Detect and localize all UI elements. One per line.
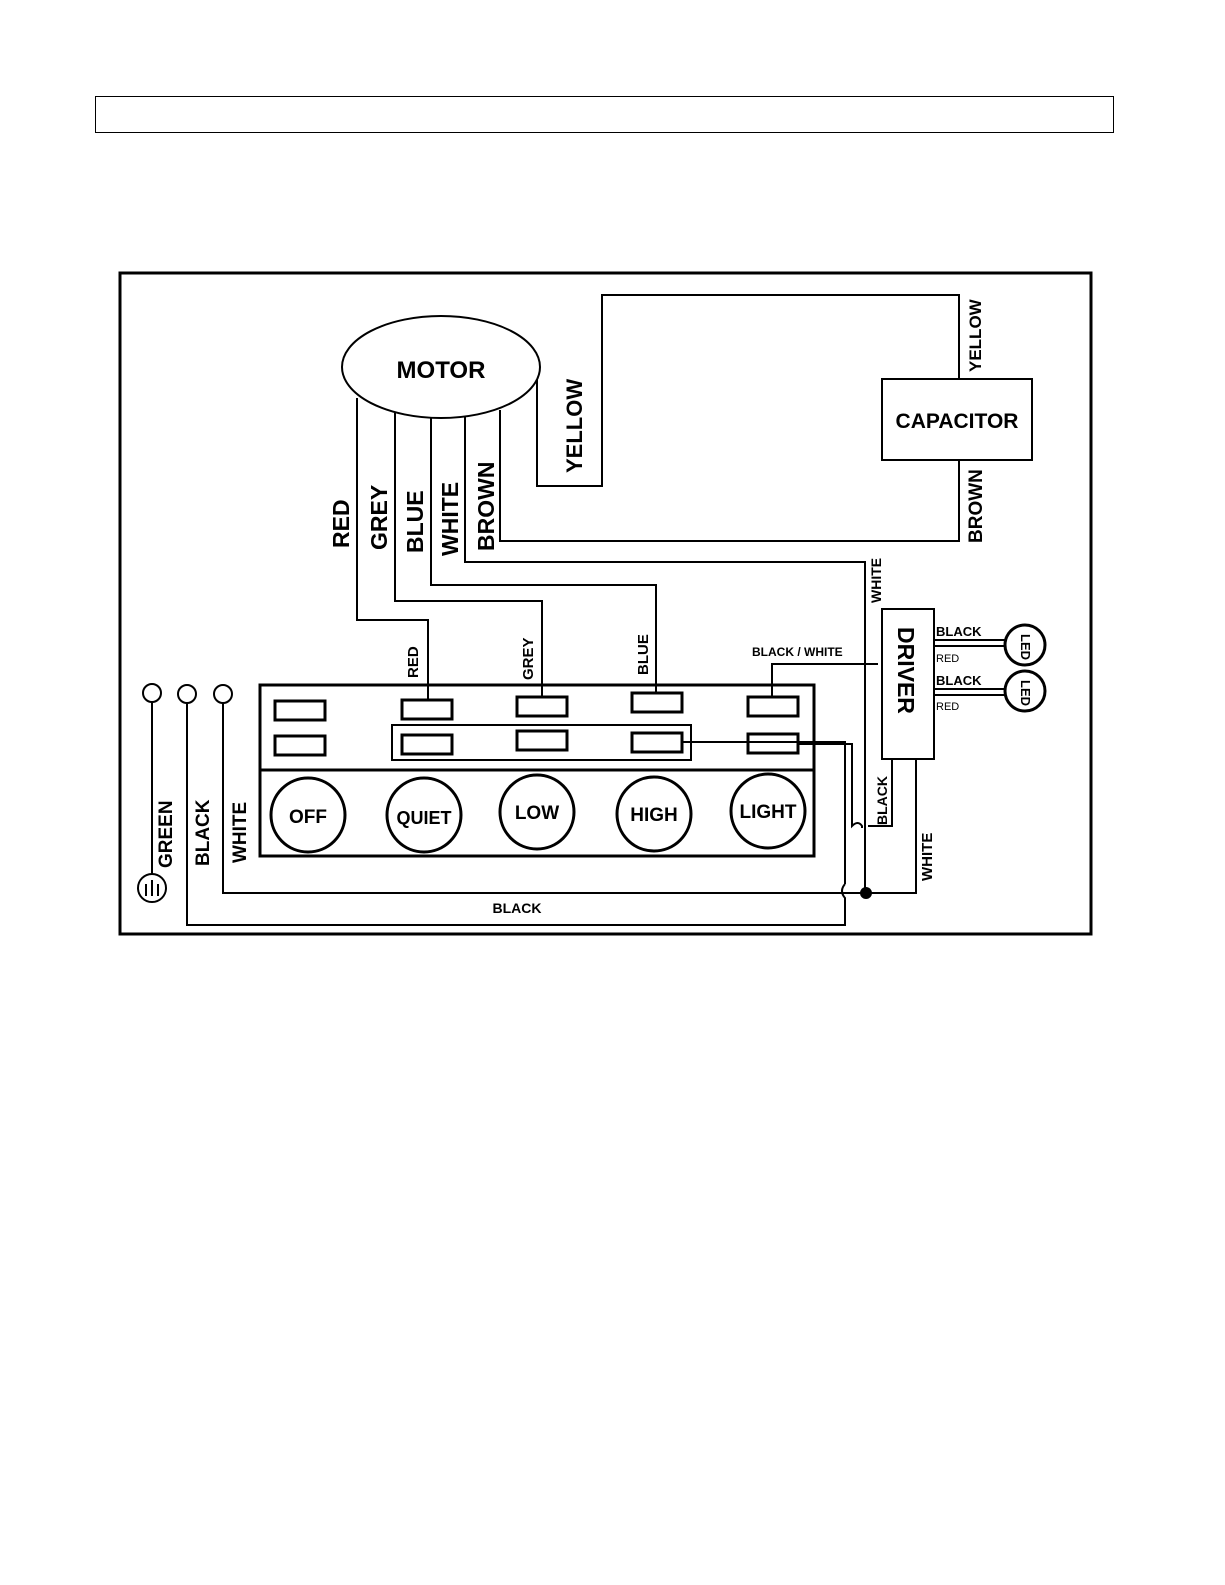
terminal bbox=[517, 697, 567, 716]
yellow-label: YELLOW bbox=[562, 379, 587, 473]
motor-wire-brown-label: BROWN bbox=[473, 462, 499, 551]
button-off-label: OFF bbox=[289, 807, 327, 828]
terminal bbox=[632, 733, 682, 752]
wire-black-white bbox=[772, 664, 878, 697]
cap-yellow-label: YELLOW bbox=[966, 298, 985, 372]
button-light-label: LIGHT bbox=[740, 802, 797, 823]
cap-brown-label: BROWN bbox=[966, 469, 987, 543]
button-low-label: LOW bbox=[515, 803, 559, 824]
terminal bbox=[748, 697, 798, 716]
supply-terminal-black bbox=[178, 685, 196, 703]
white-to-driver-label: WHITE bbox=[868, 558, 884, 603]
ground-icon bbox=[138, 874, 166, 902]
capacitor-label: CAPACITOR bbox=[896, 410, 1019, 433]
supply-terminal-green bbox=[143, 684, 161, 702]
led-2-label: LED bbox=[1018, 680, 1033, 706]
terminal bbox=[275, 736, 325, 755]
wire-light-to-driver bbox=[798, 744, 862, 828]
motor-wire-grey-label: GREY bbox=[366, 485, 392, 550]
supply-green-label: GREEN bbox=[156, 800, 177, 868]
motor-wire-blue-label: BLUE bbox=[402, 490, 428, 553]
led1-black-label: BLACK bbox=[936, 624, 982, 639]
motor-wire-red-label: RED bbox=[328, 499, 354, 548]
led1-red-label: RED bbox=[936, 653, 959, 665]
driver-black-label: BLACK bbox=[874, 776, 890, 825]
motor-wire-white-label: WHITE bbox=[437, 482, 463, 556]
led2-black-label: BLACK bbox=[936, 673, 982, 688]
switch-red-label: RED bbox=[405, 646, 422, 678]
button-high-label: HIGH bbox=[630, 805, 678, 826]
terminal bbox=[402, 735, 452, 754]
bottom-black-label: BLACK bbox=[493, 900, 542, 916]
switch-blue-label: BLUE bbox=[635, 634, 652, 675]
led2-red-label: RED bbox=[936, 701, 959, 713]
driver-label: DRIVER bbox=[893, 627, 919, 714]
junction-dot bbox=[860, 887, 872, 899]
diagram-frame bbox=[120, 273, 1091, 934]
supply-black-label: BLACK bbox=[193, 799, 214, 866]
terminal bbox=[275, 701, 325, 720]
terminal bbox=[632, 693, 682, 712]
led-1-label: LED bbox=[1018, 634, 1033, 660]
terminal bbox=[748, 734, 798, 753]
button-quiet-label: QUIET bbox=[396, 808, 451, 828]
terminal bbox=[402, 700, 452, 719]
switch-grey-label: GREY bbox=[520, 637, 537, 680]
black-white-label: BLACK / WHITE bbox=[752, 645, 843, 659]
supply-terminal-white bbox=[214, 685, 232, 703]
supply-white-label: WHITE bbox=[230, 802, 251, 863]
terminal bbox=[517, 731, 567, 750]
motor-label: MOTOR bbox=[397, 357, 486, 384]
driver-white-label: WHITE bbox=[919, 833, 936, 881]
